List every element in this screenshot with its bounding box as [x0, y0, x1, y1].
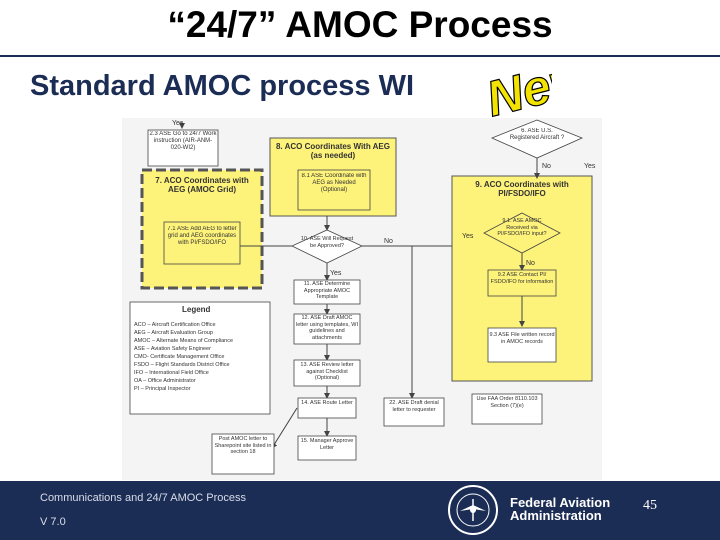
- box-faa-order: [471, 393, 543, 425]
- box-2-3-text: 2.3 ASE Go to 24/7 Work instruction (AIR…: [149, 131, 217, 151]
- slide-title: “24/7” AMOC Process: [167, 4, 553, 45]
- legend-entries: ACO – Aircraft Certification Office AEG …: [134, 322, 233, 392]
- box-12-text: 12. ASE Draft AMOC letter using template…: [295, 315, 359, 341]
- box-12: [293, 313, 361, 345]
- box-14-text: 14. ASE Route Letter: [301, 400, 353, 406]
- box-9-text: 9. ACO Coordinates with PI/FSDO/IFO: [475, 180, 569, 198]
- box-post-letter: [211, 433, 275, 475]
- legend-entry: ASE – Aviation Safety Engineer: [134, 346, 211, 352]
- box-8-1: [297, 169, 371, 211]
- new-badge-text: New: [481, 60, 552, 118]
- box-11-text: 11. ASE Determine Appropriate AMOC Templ…: [303, 281, 351, 300]
- box-7-1: [163, 221, 241, 265]
- legend-entry: ACO – Aircraft Certification Office: [134, 322, 216, 328]
- box-8-1-text: 8.1 ASE Coordinate with AEG as Needed (O…: [301, 173, 367, 193]
- box-14: [297, 397, 357, 419]
- box-15: [297, 435, 357, 461]
- new-badge: New: [480, 60, 552, 118]
- box-9-2-text: 9.2 ASE Contact PI/ FSDO/IFO for informa…: [490, 272, 554, 285]
- box-2-3: [147, 129, 219, 167]
- footer-bar: [0, 481, 720, 540]
- label-no-6: No: [542, 163, 551, 170]
- faa-name: Federal Aviation Administration: [510, 496, 620, 522]
- box-7-text: 7. ACO Coordinates with AEG (AMOC Grid): [155, 176, 249, 194]
- box-13-text: 13. ASE Review letter against Checklist …: [300, 362, 354, 381]
- box-15-text: 15. Manager Approve Letter: [300, 438, 354, 451]
- faa-seal-icon: [448, 485, 498, 535]
- legend-entry: FSDO – Flight Standards District Office: [134, 362, 230, 368]
- box-9-3: [487, 327, 557, 363]
- decision-10-text: 10. ASE Will Request be Approved?: [300, 236, 354, 249]
- label-yes-6: Yes: [584, 163, 596, 170]
- box-post-letter-text: Post AMOC letter to Sharepoint site list…: [214, 436, 272, 455]
- decision-9-1: [483, 212, 561, 254]
- legend-entry: OA – Office Administrator: [134, 378, 196, 384]
- box-22-text: 22. ASE Draft denial letter to requester: [389, 400, 439, 413]
- decision-6-text: 6. ASE U.S. Registered Aircraft ?: [509, 128, 565, 141]
- legend-entry: CMO- Certificate Management Office: [134, 354, 224, 360]
- label-yes-9-1: Yes: [462, 233, 474, 240]
- box-22: [383, 397, 445, 427]
- decision-9-1-text: 9.1. ASE AMOC Received via PI/FSDO/IFO i…: [497, 218, 547, 237]
- legend-entry: AEG – Aircraft Evaluation Group: [134, 330, 213, 336]
- faa-name-line2: Administration: [510, 508, 602, 523]
- legend-box: [129, 301, 271, 415]
- legend-entry: AMOC – Alternate Means of Compliance: [134, 338, 233, 344]
- box-7-1-text: 7.1 ASE Add AEG to letter grid and AEG c…: [167, 226, 237, 246]
- legend-entry: PI – Principal Inspector: [134, 386, 191, 392]
- box-9-2: [487, 269, 557, 297]
- flowchart-diagram: Yes 2.3 ASE Go to 24/7 Work instruction …: [122, 118, 602, 480]
- title-rule: [0, 55, 720, 57]
- label-no-9-1: No: [526, 260, 535, 267]
- footer-version: V 7.0: [40, 516, 66, 528]
- legend-title: Legend: [182, 305, 211, 314]
- label-yes-10: Yes: [330, 270, 342, 277]
- box-9-3-text: 9.3 ASE File written record in AMOC reco…: [489, 332, 555, 345]
- decision-10: [291, 229, 363, 264]
- decision-6: [490, 119, 584, 159]
- label-no-10: No: [384, 238, 393, 245]
- page-number: 45: [643, 498, 657, 513]
- footer-text: Communications and 24/7 AMOC Process: [40, 492, 247, 504]
- box-11: [293, 279, 361, 305]
- box-13: [293, 359, 361, 387]
- label-yes-top: Yes: [172, 120, 184, 127]
- faa-name-line1: Federal Aviation: [510, 495, 611, 510]
- box-8-text: 8. ACO Coordinates With AEG (as needed): [275, 142, 390, 160]
- slide-subtitle: Standard AMOC process WI: [30, 70, 415, 102]
- legend-entry: IFO – International Field Office: [134, 370, 209, 376]
- box-faa-order-text: Use FAA Order 8110.103 Section (7)(e): [476, 396, 538, 409]
